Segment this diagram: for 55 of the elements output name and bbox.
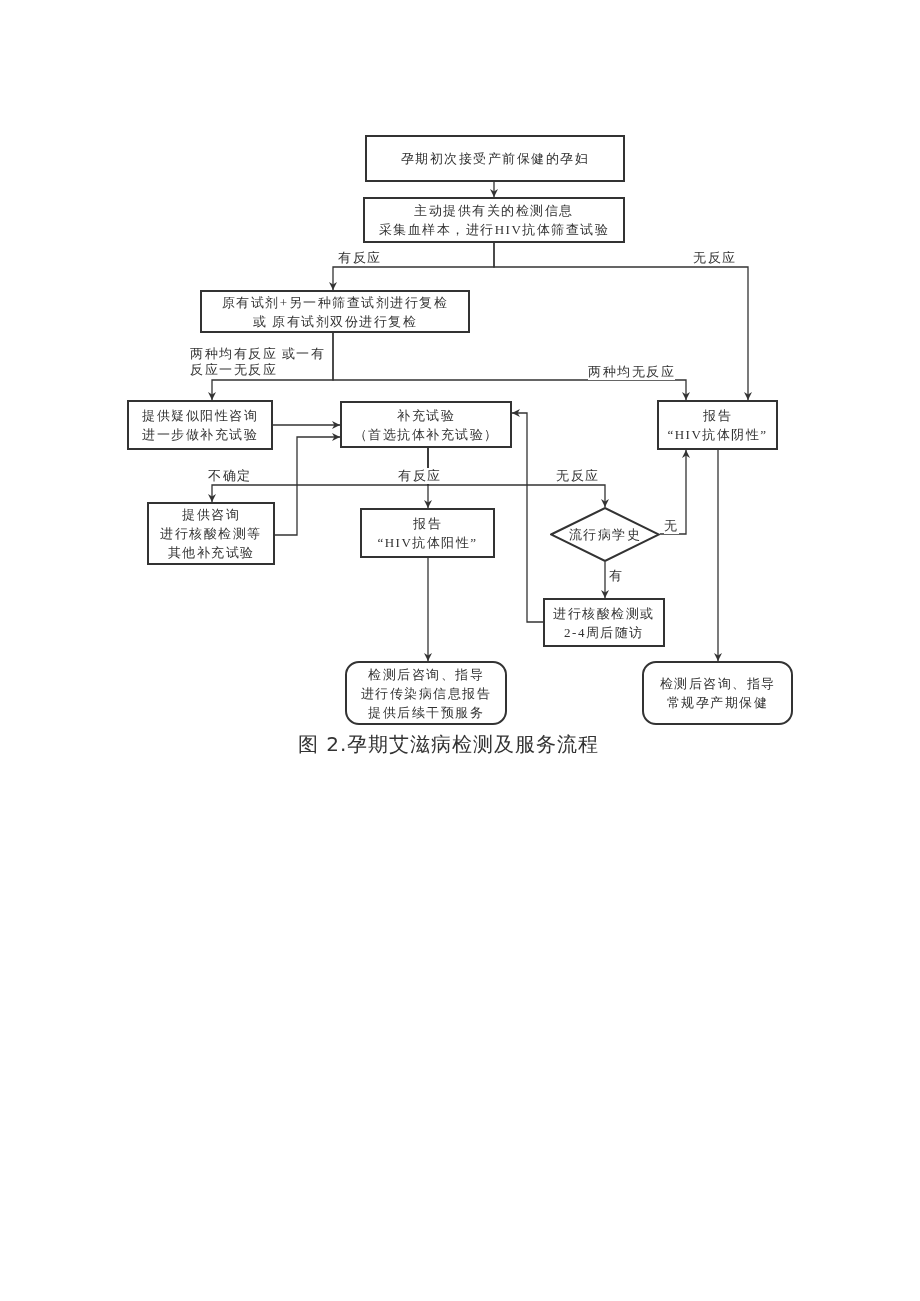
edge-label: 不确定 xyxy=(208,468,252,484)
arrow xyxy=(714,449,722,662)
arrow xyxy=(332,332,690,401)
edge-label: 无反应 xyxy=(556,468,600,484)
box-text: 提供疑似阳性咨询 xyxy=(142,407,258,425)
process-box xyxy=(365,135,625,182)
process-box xyxy=(147,502,275,565)
arrow xyxy=(493,242,752,401)
arrow xyxy=(427,447,609,508)
box-text: 检测后咨询、指导 xyxy=(368,665,484,684)
box-text: 提供后续干预服务 xyxy=(368,703,484,722)
arrow xyxy=(511,409,544,623)
box-text: 或 原有试剂双份进行复检 xyxy=(252,312,418,331)
process-box xyxy=(200,290,470,333)
process-box xyxy=(127,400,273,450)
box-text: 其他补充试验 xyxy=(167,544,255,562)
box-text: 原有试剂+另一种筛查试剂进行复检 xyxy=(221,293,449,312)
arrow xyxy=(490,181,498,198)
box-text: “HIV抗体阳性” xyxy=(377,534,478,552)
box-text: 采集血样本，进行HIV抗体筛查试验 xyxy=(378,221,610,239)
box-text: 流行病学史 xyxy=(568,526,642,544)
box-text: （首选抗体补充试验） xyxy=(353,425,499,444)
box-text: 报告 xyxy=(413,515,442,533)
arrow xyxy=(274,433,341,536)
box-text: 孕期初次接受产前保健的孕妇 xyxy=(400,150,590,168)
box-text: 进行传染病信息报告 xyxy=(360,684,492,703)
process-box xyxy=(340,401,512,448)
edge-label: 两种均无反应 xyxy=(588,364,675,380)
process-box xyxy=(657,400,778,450)
box-text: 2-4周后随访 xyxy=(564,623,644,642)
edge-label: 有反应 xyxy=(338,250,382,266)
arrow xyxy=(424,557,432,662)
box-text: 提供咨询 xyxy=(182,506,240,524)
result-box xyxy=(345,661,507,725)
arrow xyxy=(272,421,341,429)
arrow xyxy=(601,561,609,599)
box-text: 报告 xyxy=(703,407,732,425)
process-box xyxy=(543,598,665,647)
edge-label: 无 xyxy=(664,518,679,534)
box-text: 常规孕产期保健 xyxy=(666,694,769,712)
result-box xyxy=(642,661,793,725)
arrow xyxy=(659,449,690,535)
edge-label: 有反应 xyxy=(398,468,442,484)
process-box xyxy=(363,197,625,243)
box-text: “HIV抗体阴性” xyxy=(667,426,768,444)
box-text: 补充试验 xyxy=(397,406,455,425)
box-text: 进行核酸检测或 xyxy=(553,604,655,623)
box-text: 检测后咨询、指导 xyxy=(659,675,776,693)
edge-label: 有 xyxy=(609,568,624,584)
caption: 图 2.孕期艾滋病检测及服务流程 xyxy=(298,731,600,758)
box-text: 主动提供有关的检测信息 xyxy=(414,202,574,220)
edge-label: 无反应 xyxy=(693,250,737,266)
box-text: 进行核酸检测等 xyxy=(160,525,262,543)
box-text: 进一步做补充试验 xyxy=(142,426,258,444)
process-box xyxy=(360,508,495,558)
